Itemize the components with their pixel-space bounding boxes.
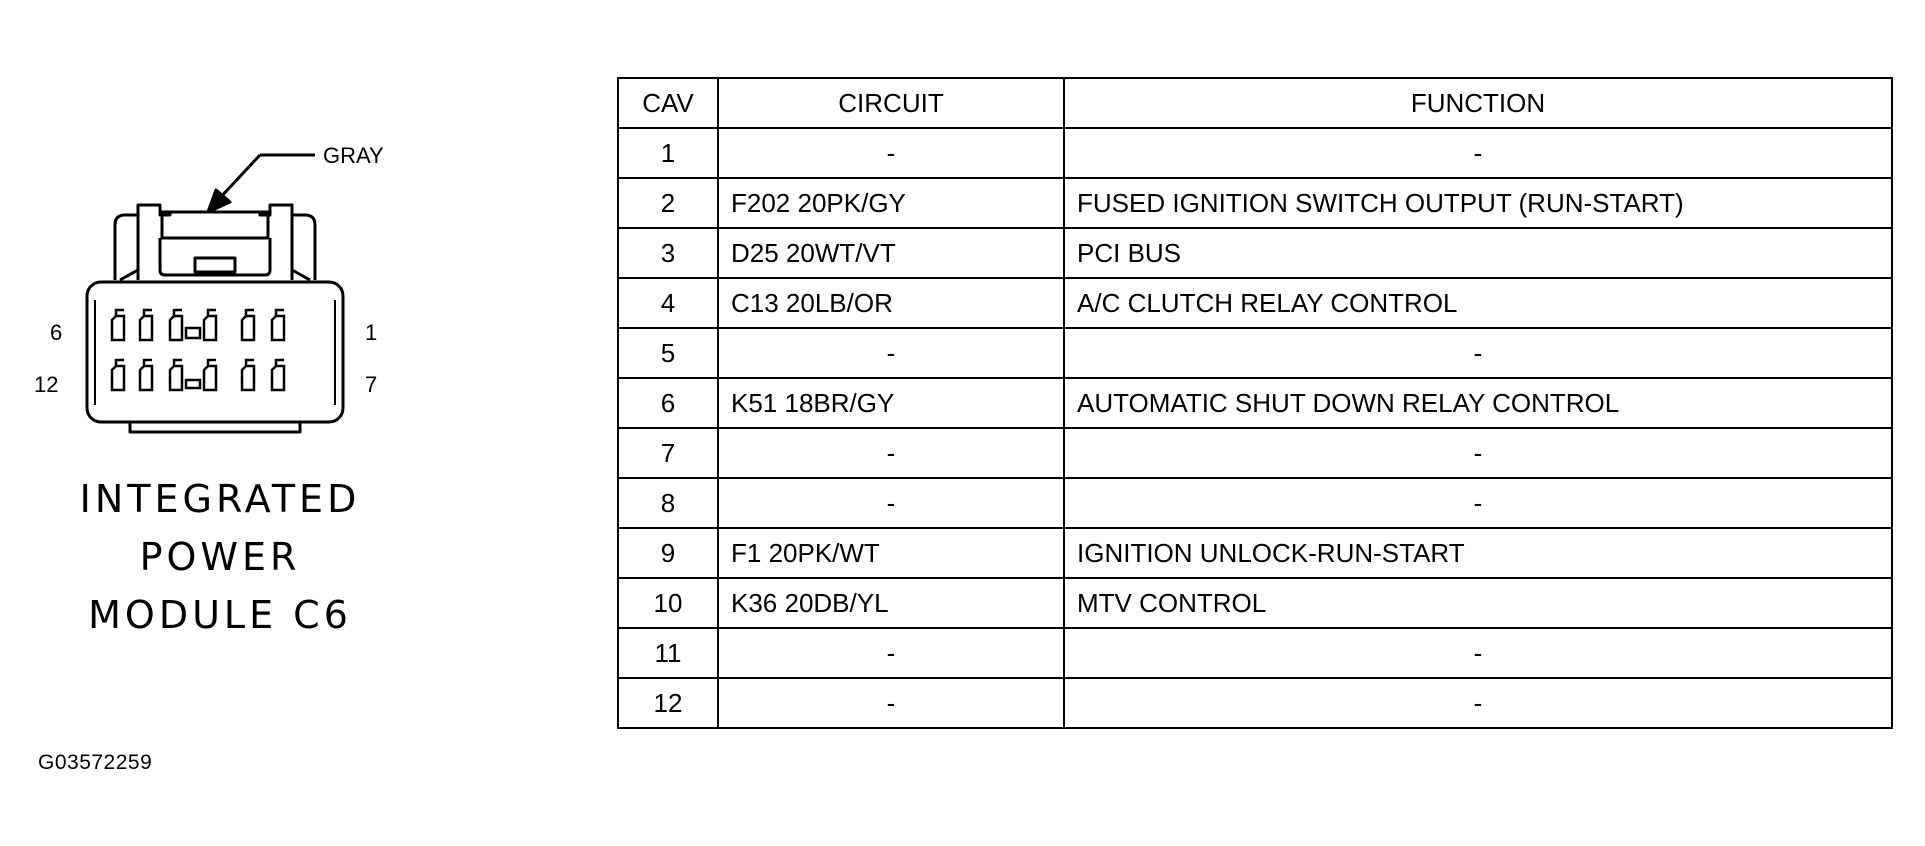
- circuit-cell: K51 18BR/GY: [717, 377, 1065, 429]
- cav-cell: 2: [617, 177, 719, 229]
- circuit-cell: F1 20PK/WT: [717, 527, 1065, 579]
- cav-cell: 12: [617, 677, 719, 729]
- cav-cell: 3: [617, 227, 719, 279]
- circuit-cell: F202 20PK/GY: [717, 177, 1065, 229]
- function-cell: MTV CONTROL: [1063, 577, 1893, 629]
- circuit-cell: D25 20WT/VT: [717, 227, 1065, 279]
- color-label: GRAY: [323, 143, 384, 168]
- cav-cell: 7: [617, 427, 719, 479]
- module-title-line-3: MODULE C6: [88, 593, 352, 637]
- table-row: 12--: [617, 677, 1893, 729]
- pin-number-6: 6: [50, 320, 62, 345]
- function-cell: IGNITION UNLOCK-RUN-START: [1063, 527, 1893, 579]
- connector-diagram: GRAY 6 12 1 7: [34, 143, 384, 434]
- connector-body: [85, 280, 345, 424]
- cav-cell: 6: [617, 377, 719, 429]
- table-row: 7--: [617, 427, 1893, 479]
- circuit-cell: -: [717, 427, 1065, 479]
- function-cell: AUTOMATIC SHUT DOWN RELAY CONTROL: [1063, 377, 1893, 429]
- circuit-cell: -: [717, 477, 1065, 529]
- pin-number-7: 7: [365, 372, 377, 397]
- cav-cell: 8: [617, 477, 719, 529]
- cavity-row-top: [110, 308, 286, 342]
- circuit-cell: K36 20DB/YL: [717, 577, 1065, 629]
- module-title-line-2: POWER: [139, 535, 301, 579]
- cav-cell: 10: [617, 577, 719, 629]
- cav-cell: 11: [617, 627, 719, 679]
- module-title-line-1: INTEGRATED: [79, 477, 361, 521]
- table-row: 8--: [617, 477, 1893, 529]
- table-header-row: CAV CIRCUIT FUNCTION: [617, 77, 1893, 129]
- module-title: INTEGRATED POWER MODULE C6: [60, 470, 380, 644]
- cav-cell: 9: [617, 527, 719, 579]
- header-function: FUNCTION: [1063, 77, 1893, 129]
- header-circuit: CIRCUIT: [717, 77, 1065, 129]
- function-cell: FUSED IGNITION SWITCH OUTPUT (RUN-START): [1063, 177, 1893, 229]
- circuit-cell: -: [717, 327, 1065, 379]
- circuit-cell: -: [717, 127, 1065, 179]
- function-cell: -: [1063, 427, 1893, 479]
- circuit-cell: C13 20LB/OR: [717, 277, 1065, 329]
- function-cell: -: [1063, 677, 1893, 729]
- circuit-cell: -: [717, 627, 1065, 679]
- function-cell: A/C CLUTCH RELAY CONTROL: [1063, 277, 1893, 329]
- table-row: 1--: [617, 127, 1893, 179]
- header-cav: CAV: [617, 77, 719, 129]
- color-label-arrow-shaft: [216, 153, 262, 202]
- color-label-arrowhead: [206, 188, 232, 214]
- table-row: 11--: [617, 627, 1893, 679]
- function-cell: PCI BUS: [1063, 227, 1893, 279]
- cav-cell: 4: [617, 277, 719, 329]
- connector-latch: [113, 203, 317, 280]
- circuit-cell: -: [717, 677, 1065, 729]
- table-row: 5--: [617, 327, 1893, 379]
- pin-number-1: 1: [365, 320, 377, 345]
- function-cell: -: [1063, 327, 1893, 379]
- cav-cell: 5: [617, 327, 719, 379]
- cavity-grid: [94, 300, 336, 405]
- cav-cell: 1: [617, 127, 719, 179]
- function-cell: -: [1063, 477, 1893, 529]
- function-cell: -: [1063, 627, 1893, 679]
- figure-id: G03572259: [38, 751, 153, 774]
- connector-lock-tab: [160, 210, 270, 240]
- cavity-row-bottom: [110, 358, 286, 392]
- function-cell: -: [1063, 127, 1893, 179]
- pin-number-12: 12: [34, 372, 58, 397]
